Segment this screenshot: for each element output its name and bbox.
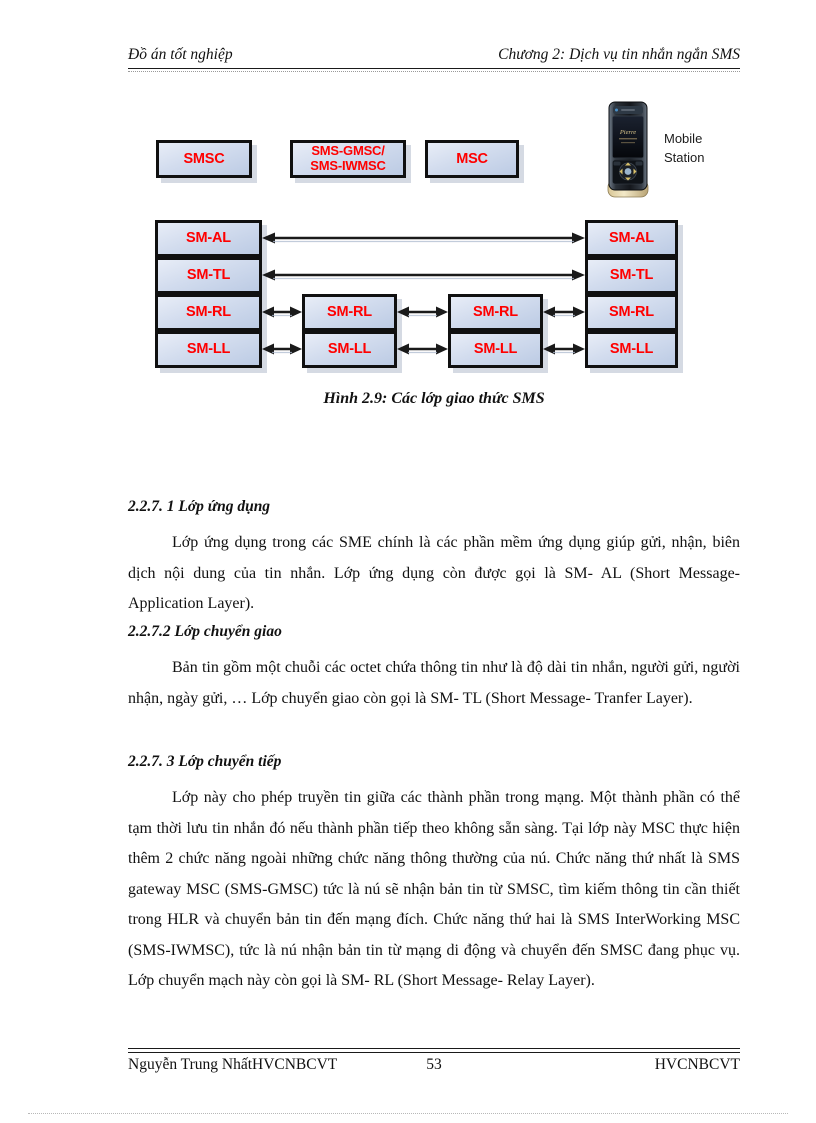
header-right-text: Chương 2: Dịch vụ tin nhắn ngắn SMS <box>498 46 740 63</box>
svg-text:Pierre: Pierre <box>619 129 636 136</box>
arrow-sm-rl-smsc-gmsc <box>262 306 302 318</box>
mobile-phone-illustration: Pierre <box>604 100 652 200</box>
header-rule-secondary <box>128 71 740 72</box>
section-body-2-2-7-3: Lớp này cho phép truyền tin giữa các thà… <box>128 789 740 989</box>
entity-box-msc: MSC <box>425 140 519 178</box>
footer-author: Nguyễn Trung NhấtHVCNBCVT <box>128 1056 338 1073</box>
layer-box-sm-rl-ms: SM-RL <box>585 294 678 331</box>
entity-label-msc: MSC <box>456 150 488 167</box>
layer-label: SM-LL <box>609 341 654 358</box>
layer-box-sm-rl-smsc: SM-RL <box>155 294 262 331</box>
arrow-sm-ll-gmsc-msc <box>397 343 448 355</box>
footer-rule-bottom <box>128 1052 740 1053</box>
layer-label: SM-LL <box>473 341 518 358</box>
arrow-sm-tl-end-to-end <box>262 269 585 281</box>
section-body-2-2-7-1: Lớp ứng dụng trong các SME chính là các … <box>128 534 740 612</box>
layer-box-sm-rl-gmsc: SM-RL <box>302 294 397 331</box>
footer-rule-top <box>128 1048 740 1049</box>
running-header: Đồ án tốt nghiệp Chương 2: Dịch vụ tin n… <box>128 46 740 64</box>
layer-label: SM-RL <box>473 304 518 321</box>
section-body-2-2-7-2: Bản tin gồm một chuỗi các octet chứa thô… <box>128 659 740 707</box>
section-heading-2-2-7-1: 2.2.7. 1 Lớp ứng dụng <box>128 498 271 515</box>
layer-label: SM-RL <box>327 304 372 321</box>
layer-box-sm-al-ms: SM-AL <box>585 220 678 257</box>
mobile-station-label: Mobile Station <box>664 131 705 165</box>
layer-box-sm-al-smsc: SM-AL <box>155 220 262 257</box>
protocol-stack-msc: SM-RL SM-LL <box>448 294 543 368</box>
protocol-stack-mobile-station: SM-AL SM-TL SM-RL SM-LL <box>585 220 678 368</box>
arrow-sm-rl-msc-ms <box>543 306 585 318</box>
layer-box-sm-rl-msc: SM-RL <box>448 294 543 331</box>
layer-label: SM-AL <box>609 230 654 247</box>
arrow-sm-ll-smsc-gmsc <box>262 343 302 355</box>
section-heading-2-2-7-2: 2.2.7.2 Lớp chuyển giao <box>128 623 282 640</box>
protocol-stack-sms-gmsc: SM-RL SM-LL <box>302 294 397 368</box>
layer-box-sm-ll-gmsc: SM-LL <box>302 331 397 368</box>
section-heading-2-2-7-3: 2.2.7. 3 Lớp chuyển tiếp <box>128 753 282 770</box>
layer-label: SM-AL <box>186 230 231 247</box>
layer-box-sm-ll-smsc: SM-LL <box>155 331 262 368</box>
arrow-sm-al-end-to-end <box>262 232 585 244</box>
layer-box-sm-ll-msc: SM-LL <box>448 331 543 368</box>
phone-icon: Pierre <box>607 101 649 198</box>
layer-box-sm-ll-ms: SM-LL <box>585 331 678 368</box>
layer-label: SM-TL <box>609 267 654 284</box>
footer-institution: HVCNBCVT <box>654 1056 740 1073</box>
layer-label: SM-RL <box>609 304 654 321</box>
footer-page-number: 53 <box>426 1056 442 1073</box>
header-rule <box>128 68 740 69</box>
figure-caption: Hình 2.9: Các lớp giao thức SMS <box>323 390 545 407</box>
layer-label: SM-LL <box>327 341 372 358</box>
protocol-stack-smsc: SM-AL SM-TL SM-RL SM-LL <box>155 220 262 368</box>
entity-box-smsc: SMSC <box>156 140 252 178</box>
entity-label-sms-gmsc-iwmsc: SMS-GMSC/ SMS-IWMSC <box>310 143 386 173</box>
layer-box-sm-tl-smsc: SM-TL <box>155 257 262 294</box>
header-left-text: Đồ án tốt nghiệp <box>128 46 233 63</box>
running-footer: Nguyễn Trung NhấtHVCNBCVT 53 HVCNBCVT <box>128 1056 740 1080</box>
layer-label: SM-RL <box>186 304 231 321</box>
layer-box-sm-tl-ms: SM-TL <box>585 257 678 294</box>
layer-label: SM-LL <box>186 341 231 358</box>
scan-edge-artifact <box>28 1113 788 1114</box>
layer-label: SM-TL <box>186 267 231 284</box>
entity-box-sms-gmsc-iwmsc: SMS-GMSC/ SMS-IWMSC <box>290 140 406 178</box>
entity-label-smsc: SMSC <box>183 150 225 167</box>
arrow-sm-rl-gmsc-msc <box>397 306 448 318</box>
arrow-sm-ll-msc-ms <box>543 343 585 355</box>
